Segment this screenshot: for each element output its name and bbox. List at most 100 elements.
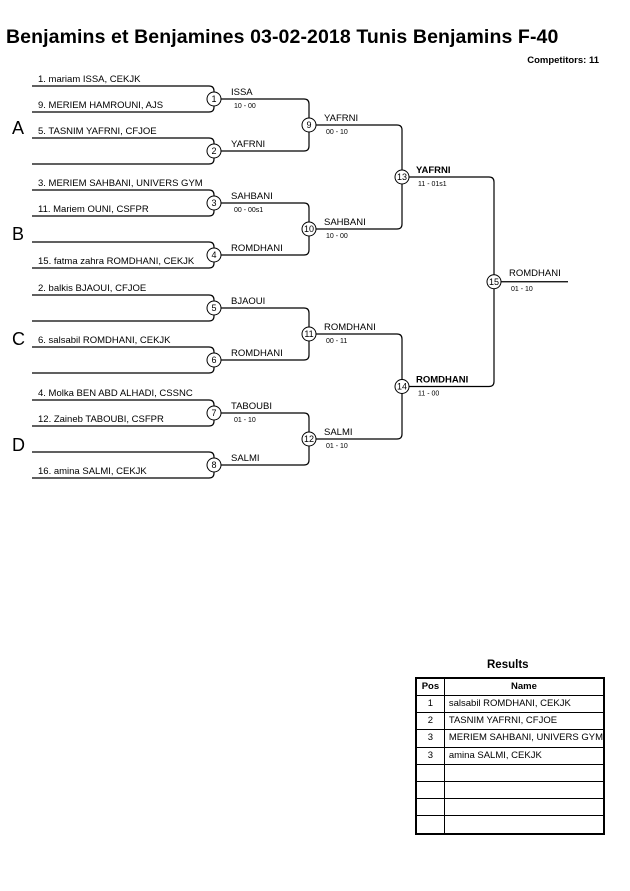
match-winner-name: YAFRNI <box>416 165 451 176</box>
competitor-name: 5. TASNIM YAFRNI, CFJOE <box>38 126 157 137</box>
match-score: 11 - 00 <box>418 391 439 398</box>
competitor-name: 16. amina SALMI, CEKJK <box>38 466 147 477</box>
results-row <box>415 780 605 800</box>
match-number: 11 <box>304 329 313 339</box>
results-name: TASNIM YAFRNI, CFJOE <box>443 712 605 731</box>
match-number-circle <box>301 221 317 237</box>
match-winner-name: SAHBANI <box>324 217 366 228</box>
match-number: 15 <box>489 277 499 287</box>
competitor-bracket-lines <box>32 137 215 165</box>
match-score: 00 - 11 <box>326 338 347 345</box>
match-winner-name: ROMDHANI <box>324 322 376 333</box>
match-number: 9 <box>306 120 311 130</box>
match-score: 00 - 00s1 <box>234 207 263 214</box>
competitor-name: 1. mariam ISSA, CEKJK <box>38 74 141 85</box>
match-winner-name: TABOUBI <box>231 401 272 412</box>
competitors-count: Competitors: 11 <box>527 55 599 66</box>
results-name <box>443 763 605 782</box>
competitor-name: 15. fatma zahra ROMDHANI, CEKJK <box>38 256 195 267</box>
match-number-circle <box>206 300 222 316</box>
match-winner-name: ROMDHANI <box>231 348 283 359</box>
results-col-name: Name <box>443 677 605 696</box>
match-number-circle <box>206 143 222 159</box>
results-row <box>415 815 605 834</box>
match-score: 10 - 00 <box>234 103 256 110</box>
final-winner-name: ROMDHANI <box>509 268 561 279</box>
pool-label: C <box>12 329 25 349</box>
match-number: 2 <box>211 146 216 156</box>
match-number: 7 <box>211 408 216 418</box>
match-number-circle <box>206 352 222 368</box>
results-name: amina SALMI, CEKJK <box>443 746 605 765</box>
competitor-name: 9. MERIEM HAMROUNI, AJS <box>38 100 163 111</box>
match-score: 01 - 10 <box>234 417 256 424</box>
match-winner-name: SALMI <box>324 427 353 438</box>
match-winner-name: ROMDHANI <box>231 243 283 254</box>
match-number-circle <box>206 457 222 473</box>
match-number: 12 <box>304 434 314 444</box>
pool-label: A <box>12 118 24 138</box>
competitor-name: 3. MERIEM SAHBANI, UNIVERS GYM <box>38 178 203 189</box>
match-score: 10 - 00 <box>326 233 348 240</box>
round2-winner-lines <box>309 124 403 230</box>
results-header-row: Pos Name <box>415 677 605 696</box>
match-winner-name: BJAOUI <box>231 296 265 307</box>
round3-winner-lines <box>402 176 495 388</box>
match-number: 6 <box>211 355 216 365</box>
final-score: 01 - 10 <box>511 286 533 293</box>
match-winner-name: YAFRNI <box>231 139 265 150</box>
results-col-pos: Pos <box>415 677 445 696</box>
match-number-circle <box>394 379 410 394</box>
match-winner-name: SAHBANI <box>231 191 273 202</box>
match-number: 5 <box>211 303 216 313</box>
results-name <box>443 780 605 800</box>
results-name: MERIEM SAHBANI, UNIVERS GYM <box>443 729 605 748</box>
match-number-circle <box>301 117 317 133</box>
pool-label: B <box>12 224 24 244</box>
competitor-name: 2. balkis BJAOUI, CFJOE <box>38 283 146 294</box>
match-number: 8 <box>211 460 216 470</box>
competitor-name: 11. Mariem OUNI, CSFPR <box>38 204 149 215</box>
match-number-circle <box>486 274 502 290</box>
results-name <box>443 815 605 834</box>
match-number: 4 <box>211 250 216 260</box>
page-title: Benjamins et Benjamines 03-02-2018 Tunis… <box>6 26 559 48</box>
results-pos: 3 <box>415 729 445 748</box>
match-number-circle <box>206 405 222 421</box>
results-name <box>443 798 605 817</box>
results-pos: 1 <box>415 694 445 714</box>
results-row <box>415 798 605 817</box>
match-number-circle <box>394 169 410 185</box>
match-winner-name: ROMDHANI <box>416 375 468 386</box>
results-pos: 3 <box>415 746 445 765</box>
match-number-circle <box>206 195 222 211</box>
pool-label: D <box>12 435 25 455</box>
match-number: 14 <box>397 382 407 392</box>
match-winner-name: SALMI <box>231 453 260 464</box>
results-pos <box>415 798 445 817</box>
match-number-circle <box>301 431 317 447</box>
results-title: Results <box>487 659 529 671</box>
competitor-bracket-lines <box>32 346 215 374</box>
tournament-bracket: A B C D 1. mariam ISSA, CEKJK 9. MERIEM HAMRO… <box>12 74 568 479</box>
competitor-name: 12. Zaineb TABOUBI, CSFPR <box>38 414 164 425</box>
match-number-circle <box>206 247 222 263</box>
match-winner-name: ISSA <box>231 87 253 98</box>
competitor-name: 6. salsabil ROMDHANI, CEKJK <box>38 335 171 346</box>
round1-winner-lines <box>214 412 310 466</box>
results-pos <box>415 815 445 834</box>
results-name: salsabil ROMDHANI, CEKJK <box>443 694 605 714</box>
results-pos: 2 <box>415 712 445 731</box>
results-row <box>415 763 605 782</box>
match-number: 3 <box>211 198 216 208</box>
round2-winner-lines <box>309 333 403 440</box>
match-score: 01 - 10 <box>326 443 348 450</box>
match-winner-name: YAFRNI <box>324 113 358 124</box>
match-number: 1 <box>211 94 216 104</box>
competitor-name: 4. Molka BEN ABD ALHADI, CSSNC <box>38 388 193 399</box>
